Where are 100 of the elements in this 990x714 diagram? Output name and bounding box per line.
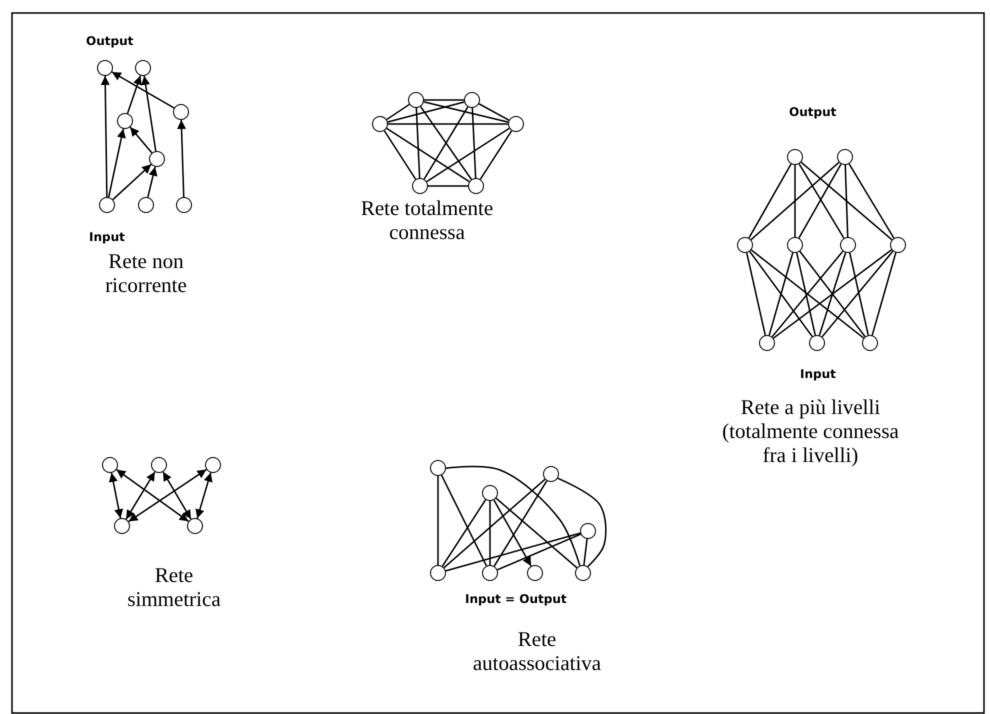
arrow (126, 471, 156, 520)
connector-line (437, 476, 439, 565)
neuron-circle (135, 60, 151, 76)
connector-line (849, 252, 869, 336)
connector-line (442, 499, 486, 567)
neuron-circle (205, 457, 221, 473)
neuron-circle (412, 178, 428, 194)
connector-line (480, 130, 512, 180)
neuron-circle (809, 335, 825, 351)
arrow (493, 500, 532, 566)
connector-line (386, 128, 470, 182)
layer-label: Output (789, 106, 838, 120)
layer-label: Input = Output (465, 593, 568, 607)
connector-line (494, 480, 548, 567)
connector-line (384, 130, 416, 180)
connector-line (386, 104, 410, 120)
connector-line (749, 251, 813, 337)
neuron-circle (151, 457, 167, 473)
neuron-circle (187, 518, 203, 534)
neuron-circle (176, 197, 192, 213)
neuron-circle (787, 237, 803, 253)
arrow (128, 468, 207, 522)
neuron-circle (890, 237, 906, 253)
neuron-circle (543, 466, 559, 482)
connector-line (844, 164, 848, 238)
arrow (130, 126, 152, 154)
neuron-circle (837, 149, 853, 165)
connector-line (848, 163, 895, 239)
connector-line (497, 533, 581, 571)
arrow (108, 128, 126, 198)
arrow (177, 120, 186, 198)
arrow (116, 469, 189, 522)
neuron-circle (117, 113, 133, 129)
neuron-circle (97, 60, 113, 76)
neuron-circle (575, 565, 591, 581)
arrow (100, 76, 110, 198)
neuron-circle (527, 565, 543, 581)
connector-line (557, 478, 607, 568)
connector-line (478, 103, 510, 121)
layer-label: Input (89, 231, 126, 245)
connector-line (388, 101, 464, 123)
arrow (126, 75, 142, 114)
neuron-circle (580, 523, 596, 539)
connector-line (416, 108, 420, 178)
neuron-circle (430, 460, 446, 476)
layer-label: Output (86, 35, 134, 49)
neuron-circle (99, 197, 115, 213)
arrow (112, 164, 152, 200)
connector-line (800, 162, 892, 240)
neuron-circle (372, 116, 388, 132)
neuron-circle (840, 237, 856, 253)
neuron-circle (173, 104, 189, 120)
connector-line (446, 466, 581, 566)
arrow (108, 472, 124, 518)
network-caption: Rete simmetrica (126, 563, 222, 612)
connector-line (818, 252, 846, 336)
neuron-circle (464, 92, 480, 108)
connector-line (444, 478, 546, 568)
neuron-circle (759, 335, 775, 351)
connector-line (799, 250, 866, 338)
neuron-circle (114, 518, 130, 534)
neuron-circle (468, 178, 484, 194)
neuron-circle (787, 149, 803, 165)
arrow (196, 472, 212, 519)
neuron-circle (862, 335, 878, 351)
connector-line (822, 250, 894, 338)
neuron-circle (408, 92, 424, 108)
neuron-circle (102, 457, 118, 473)
connector-line (871, 252, 897, 336)
neuron-circle (482, 565, 498, 581)
neuron-circle (430, 565, 446, 581)
connector-line (446, 532, 580, 572)
neuron-circle (482, 485, 498, 501)
network-caption: Rete totalmente connessa (360, 196, 494, 244)
arrow (162, 472, 192, 520)
connector-line (426, 128, 510, 182)
arrow (147, 166, 158, 198)
connector-line (472, 108, 476, 178)
connector-line (496, 498, 578, 568)
arrow (112, 71, 174, 109)
connector-line (796, 252, 816, 336)
arrow (141, 76, 157, 152)
network-caption: Rete non ricorrente (104, 249, 188, 298)
connector-line (750, 162, 840, 240)
connector-line (768, 252, 794, 336)
connector-line (583, 538, 588, 566)
connector-line (424, 99, 464, 101)
connector-line (428, 185, 468, 187)
connector-line (748, 164, 792, 238)
network-caption: Rete a più livelli (totalmente connessa fra i livelli) (721, 395, 900, 468)
connector-line (489, 501, 491, 565)
connector-line (440, 474, 488, 566)
connector-line (746, 252, 766, 336)
connector-line (424, 101, 508, 123)
connector-line (794, 165, 796, 237)
network-caption: Rete autoassociativa (472, 627, 602, 676)
neuron-circle (149, 151, 165, 167)
layer-label: Input (800, 368, 837, 382)
connector-line (750, 249, 864, 339)
neuron-circle (138, 197, 154, 213)
